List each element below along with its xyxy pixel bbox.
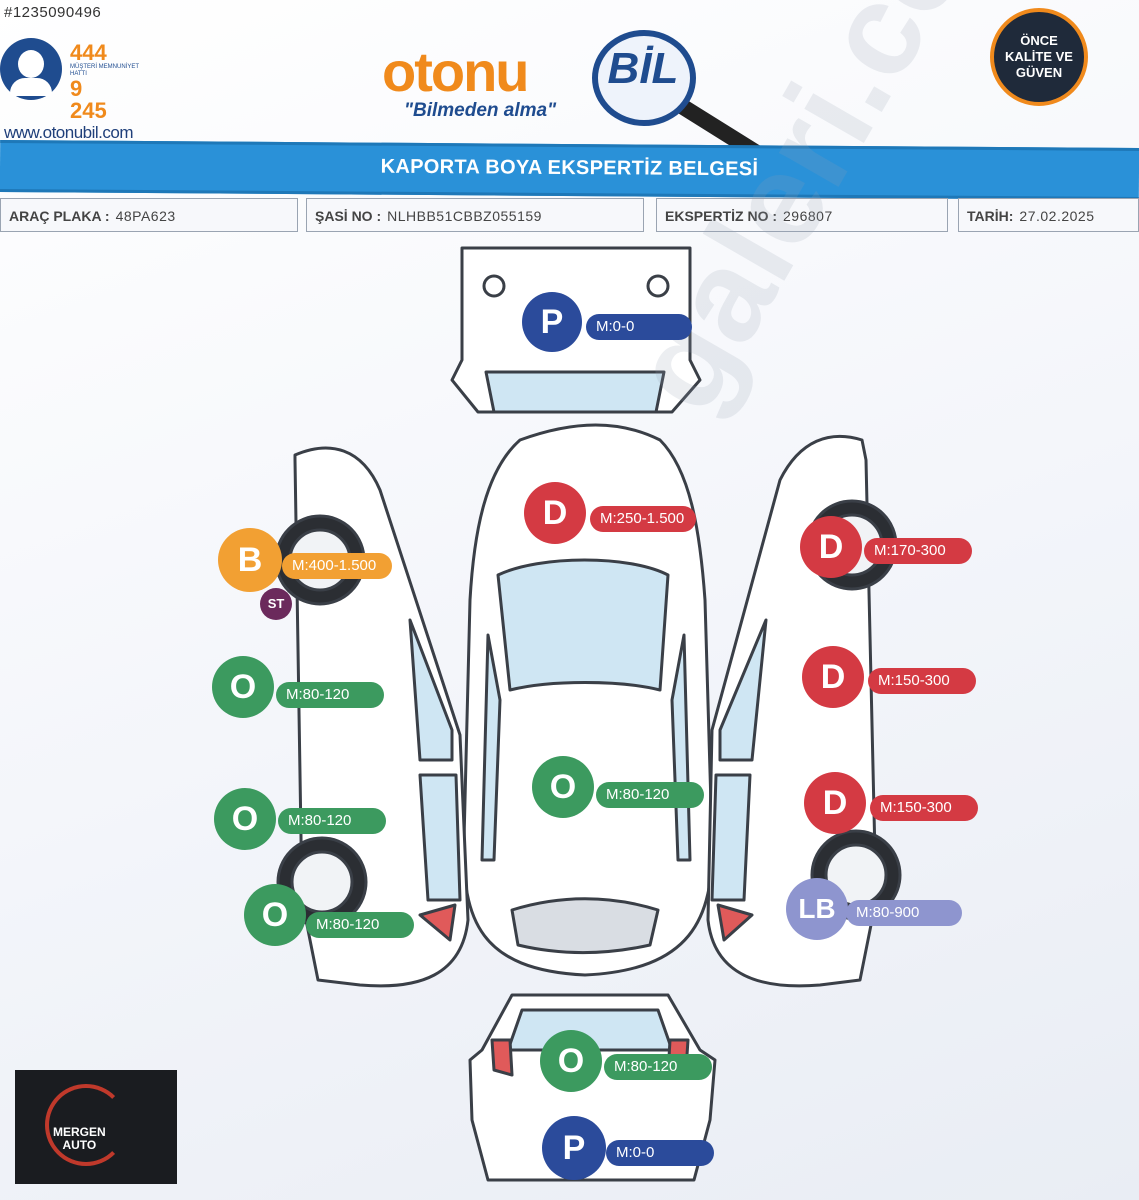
right-rear-door-measure: M:150-300 xyxy=(870,795,978,821)
right-front-door-measure: M:150-300 xyxy=(868,668,976,694)
brand-ring xyxy=(592,30,696,126)
right-rear-fender-measure: M:80-900 xyxy=(846,900,962,926)
left-front-fender-measure: M:400-1.500 xyxy=(282,553,392,579)
hood-measure: M:250-1.500 xyxy=(590,506,696,532)
left-rear-door-measure: M:80-120 xyxy=(278,808,386,834)
badge-line-3: GÜVEN xyxy=(1015,65,1063,80)
rear-bumper-measure: M:0-0 xyxy=(606,1140,714,1166)
left-front-door-status: O xyxy=(212,656,274,718)
brand-slogan: "Bilmeden alma" xyxy=(404,100,557,121)
brand-bil: BİL xyxy=(607,44,679,93)
roof-measure: M:80-120 xyxy=(596,782,704,808)
left-rear-door-status: O xyxy=(214,788,276,850)
hood-status: D xyxy=(524,482,586,544)
car-top-view xyxy=(462,423,714,977)
right-rear-fender-status: LB xyxy=(786,878,848,940)
chassis-label: ŞASİ NO : xyxy=(315,208,382,224)
hotline: 444 MÜŞTERİ MEMNUNİYET HATTI 9 245 xyxy=(70,42,140,122)
hotline-caption: MÜŞTERİ MEMNUNİYET HATTI xyxy=(70,64,139,77)
right-front-fender-measure: M:170-300 xyxy=(864,538,972,564)
date-field: TARİH: 27.02.2025 xyxy=(958,198,1139,232)
expertise-label: EKSPERTİZ NO : xyxy=(665,208,778,224)
left-front-door-measure: M:80-120 xyxy=(276,682,384,708)
date-value: 27.02.2025 xyxy=(1019,208,1095,224)
right-rear-door-status: D xyxy=(804,772,866,834)
left-rear-fender-measure: M:80-120 xyxy=(306,912,414,938)
badge-line-1: ÖNCE xyxy=(1020,33,1058,48)
date-label: TARİH: xyxy=(967,208,1014,224)
left-front-fender-extra-status: ST xyxy=(260,588,292,620)
chassis-value: NLHBB51CBBZ055159 xyxy=(387,208,542,224)
left-front-fender-status: B xyxy=(218,528,282,592)
front-bumper-measure: M:0-0 xyxy=(586,314,692,340)
expertise-field: EKSPERTİZ NO : 296807 xyxy=(656,198,948,232)
right-front-fender-status: D xyxy=(800,516,862,578)
hotline-number-2: 9 xyxy=(70,76,83,101)
dealer-logo: MERGEN AUTO xyxy=(15,1070,177,1184)
right-front-door-status: D xyxy=(802,646,864,708)
quality-badge: ÖNCE KALİTE VE GÜVEN xyxy=(990,8,1088,106)
chassis-field: ŞASİ NO : NLHBB51CBBZ055159 xyxy=(306,198,644,232)
rear-bumper-status: P xyxy=(542,1116,606,1180)
hotline-number-1: 444 xyxy=(70,40,107,65)
expertise-value: 296807 xyxy=(783,208,833,224)
hotline-number-3: 245 xyxy=(70,98,107,123)
trunk-status: O xyxy=(540,1030,602,1092)
brand-name: otonu xyxy=(382,40,529,103)
call-center-icon xyxy=(0,38,62,100)
plate-label: ARAÇ PLAKA : xyxy=(9,208,110,224)
front-bumper-status: P xyxy=(522,292,582,352)
plate-field: ARAÇ PLAKA : 48PA623 xyxy=(0,198,298,232)
photo-id: #1235090496 xyxy=(4,4,102,21)
left-rear-fender-status: O xyxy=(244,884,306,946)
badge-line-2: KALİTE VE xyxy=(1005,49,1073,64)
dealer-name-line2: AUTO xyxy=(62,1138,97,1152)
plate-value: 48PA623 xyxy=(115,208,176,224)
trunk-measure: M:80-120 xyxy=(604,1054,712,1080)
dealer-name-line1: MERGEN xyxy=(53,1125,106,1139)
roof-status: O xyxy=(532,756,594,818)
car-logo-icon xyxy=(45,1084,127,1166)
website-link: www.otonubil.com xyxy=(4,123,134,142)
dealer-name: MERGEN AUTO xyxy=(53,1126,106,1152)
